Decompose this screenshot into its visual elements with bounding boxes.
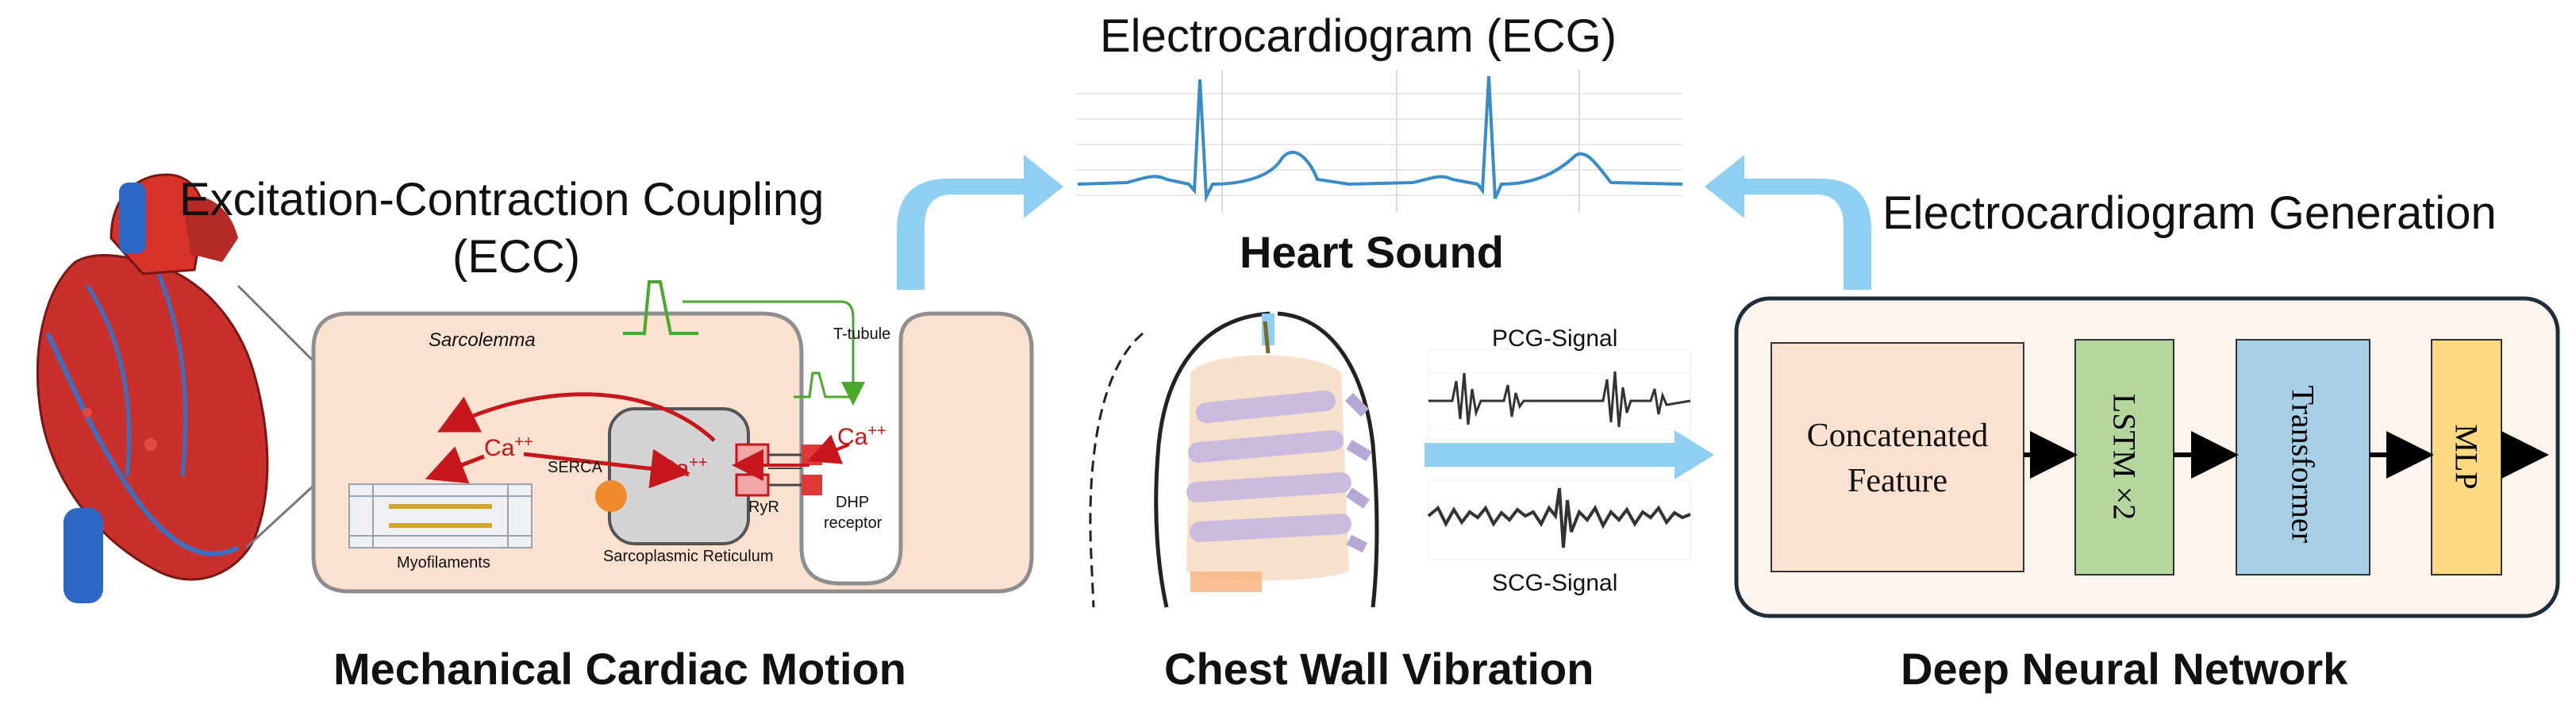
t-tubule-arrow — [682, 300, 865, 406]
t-tubule-label: T-tubule — [833, 325, 891, 343]
concatenated-feature-line1: Concatenated — [1806, 418, 1989, 454]
pcg-waveform — [1428, 371, 1691, 428]
pcg-signal-label: PCG-Signal — [1492, 325, 1618, 352]
ca-label-extracellular: Ca++ — [837, 422, 886, 450]
concatenated-feature-box — [1771, 342, 2024, 572]
heart-illustration — [36, 173, 269, 603]
scg-waveform — [1427, 487, 1691, 549]
myofilaments-label: Myofilaments — [397, 554, 490, 572]
pcg-signal-panel — [1428, 348, 1691, 453]
serca-label: SERCA — [548, 459, 602, 476]
myofilaments — [348, 483, 533, 549]
serca-pump — [595, 480, 627, 512]
ecg-title: Electrocardiogram (ECG) — [1100, 10, 1617, 62]
signal-to-dnn-arrow — [1424, 430, 1714, 479]
t-tubule-waveform — [794, 371, 853, 398]
sr-label: Sarcoplasmic Reticulum — [603, 548, 774, 565]
ca-label-cytosol: Ca++ — [484, 433, 533, 461]
big-arrow-right — [1705, 155, 1871, 290]
ca-serca-arrow — [523, 448, 690, 489]
ecg-waveform — [1077, 75, 1683, 203]
scg-signal-panel — [1427, 479, 1691, 560]
concatenated-feature-line2: Feature — [1847, 463, 1947, 499]
dhp-receptor-top — [802, 445, 822, 465]
ecg-panel — [1077, 70, 1683, 213]
ecc-title-line2: (ECC) — [452, 231, 581, 283]
caption-mechanical-cardiac-motion: Mechanical Cardiac Motion — [333, 644, 906, 694]
ca-to-myofilament-arrow — [425, 446, 485, 483]
dhp-receptor-bottom — [802, 475, 822, 495]
zoom-line-top — [236, 284, 315, 363]
dhp-label-line2: receptor — [824, 514, 882, 532]
ryr-label: RyR — [748, 499, 779, 516]
lstm-box — [2074, 339, 2174, 575]
caption-deep-neural-network: Deep Neural Network — [1901, 644, 2348, 694]
big-arrow-left — [897, 155, 1063, 290]
sarcolemma-label: Sarcolemma — [429, 329, 536, 351]
zoom-line-bottom — [244, 484, 315, 549]
ryr-channel-bottom — [735, 473, 770, 497]
action-potential-waveform — [623, 280, 698, 335]
ryr-channel-top — [735, 443, 770, 467]
lstm-label: LSTM ×2 — [2106, 393, 2143, 521]
scg-signal-label: SCG-Signal — [1492, 570, 1618, 596]
ecg-generation-title: Electrocardiogram Generation — [1882, 187, 2497, 239]
mlp-box — [2431, 339, 2502, 575]
ecc-title-line1: Excitation-Contraction Coupling — [179, 174, 825, 225]
ca-release-arrow — [437, 392, 716, 442]
dhp-label-line1: DHP — [836, 494, 870, 511]
ca-label-sr: Ca++ — [659, 454, 708, 482]
transformer-label: Transformer — [2285, 385, 2321, 544]
caption-chest-wall-vibration: Chest Wall Vibration — [1164, 644, 1594, 694]
mlp-label: MLP — [2448, 424, 2485, 490]
heart-sound-title: Heart Sound — [1240, 227, 1504, 277]
chest-illustration — [1089, 311, 1379, 608]
